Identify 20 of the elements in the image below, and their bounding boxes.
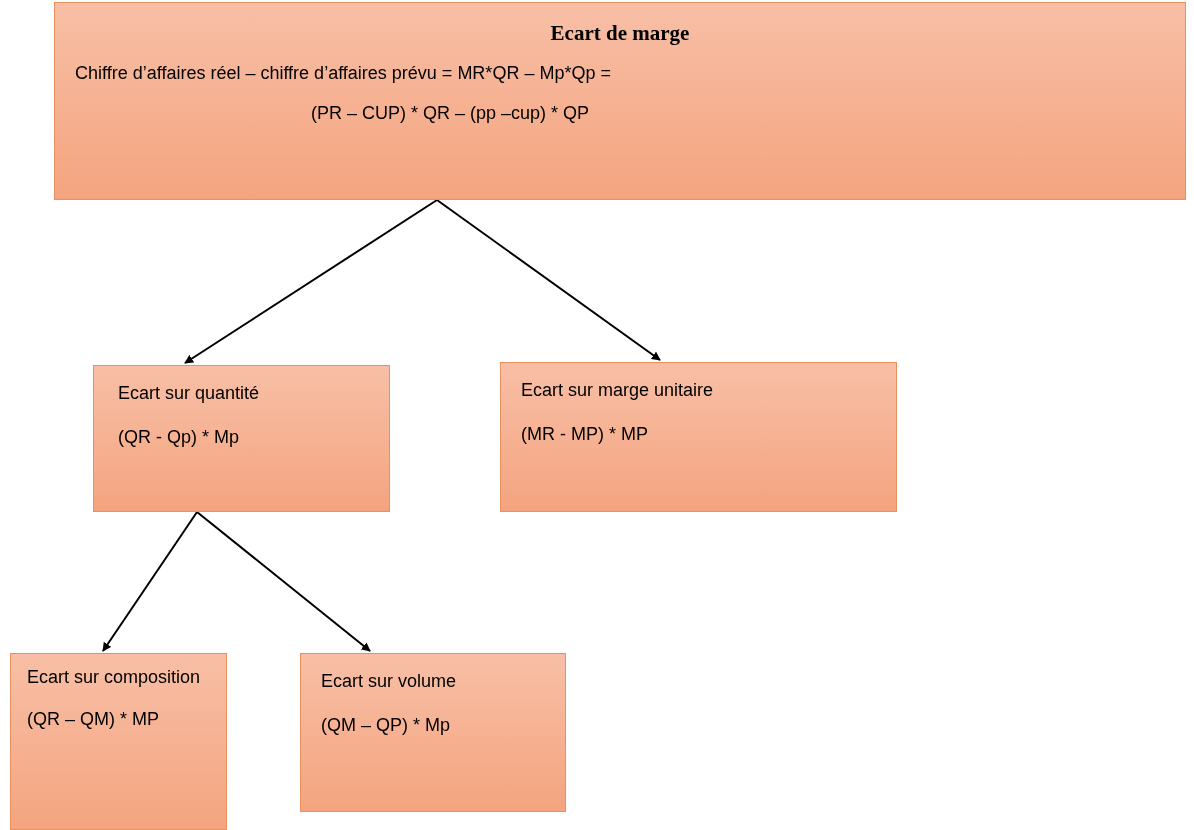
box-heading: Ecart sur quantité (118, 382, 260, 404)
process-box (54, 2, 1186, 200)
process-box (500, 362, 897, 512)
formula-text: (QR – QM) * MP (27, 708, 159, 730)
formula-text: Chiffre d’affaires réel – chiffre d’affaires prévu = MR*QR – Mp*Qp = (75, 62, 611, 84)
arrow (184, 199, 438, 364)
formula-text: (PR – CUP) * QR – (pp –cup) * QP (310, 102, 590, 124)
arrow (436, 199, 661, 361)
box-heading: Ecart sur composition (27, 666, 201, 688)
box-title: Ecart de marge (549, 21, 691, 46)
process-box (10, 653, 227, 830)
formula-text: (MR - MP) * MP (521, 423, 648, 445)
formula-text: (QR - Qp) * Mp (118, 426, 239, 448)
process-box (300, 653, 566, 812)
box-heading: Ecart sur volume (321, 670, 457, 692)
process-box (93, 365, 390, 512)
box-heading: Ecart sur marge unitaire (521, 379, 714, 401)
formula-text: (QM – QP) * Mp (321, 714, 450, 736)
arrow (196, 511, 371, 652)
arrow (102, 511, 198, 652)
